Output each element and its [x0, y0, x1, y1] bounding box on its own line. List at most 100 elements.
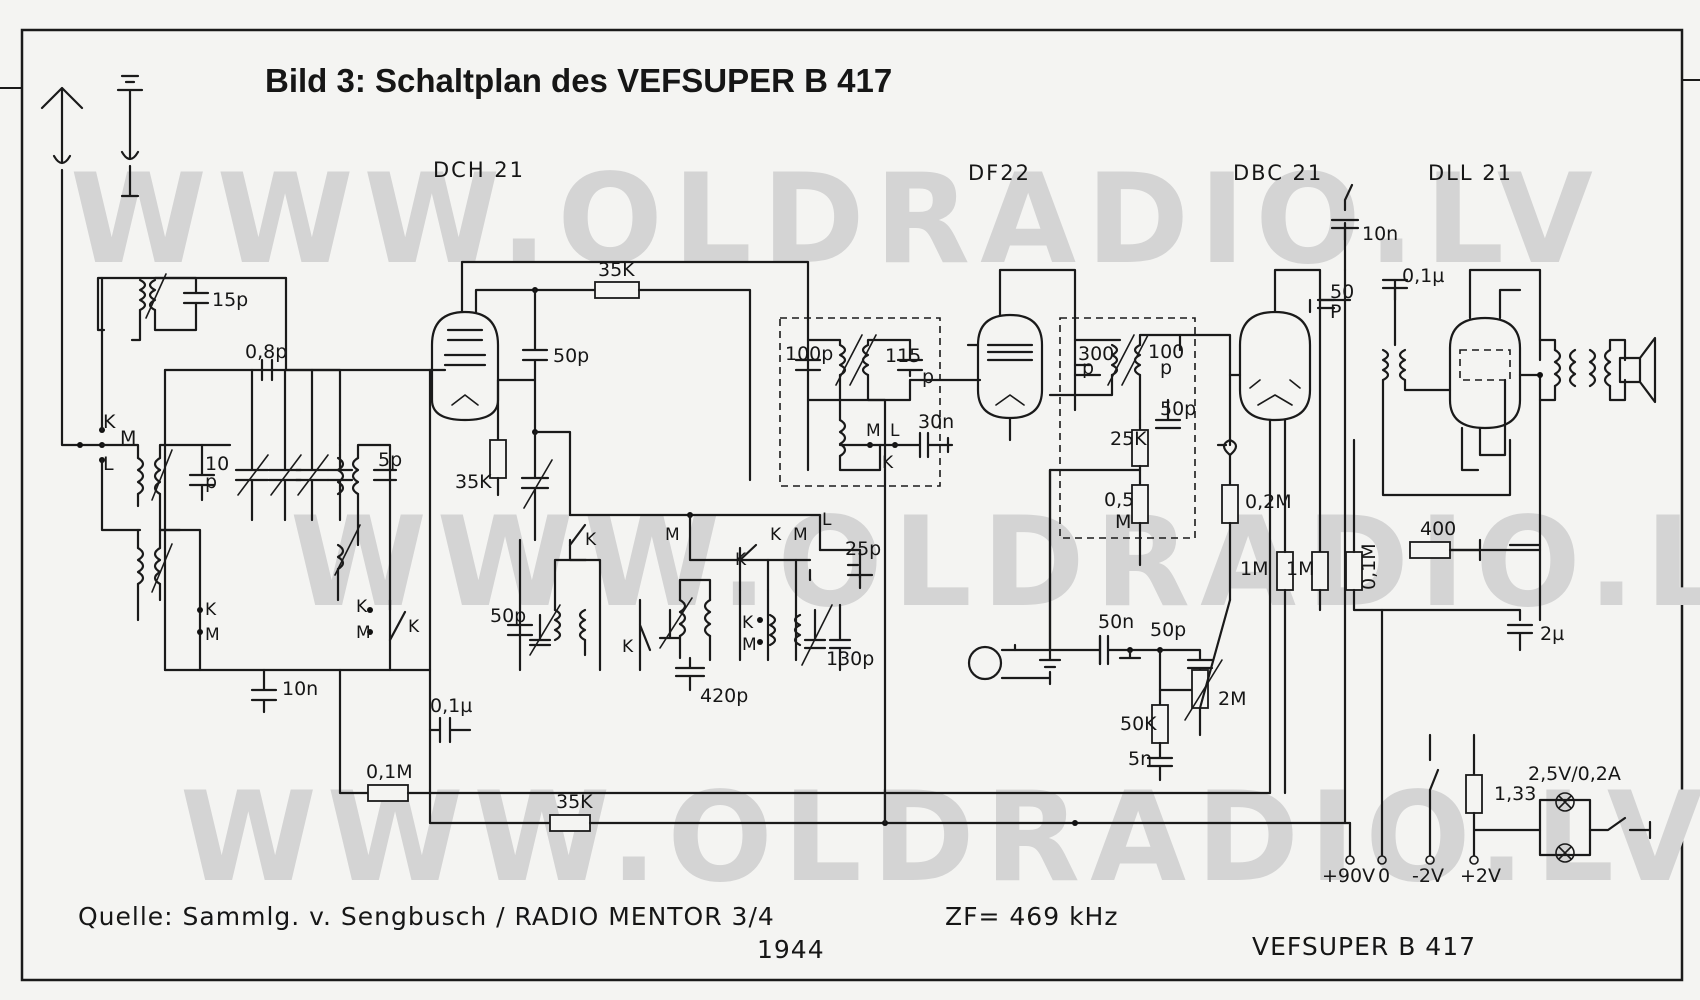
label-30n: 30n — [918, 411, 954, 433]
af-section: 50n 50p 2M 50K 5n — [967, 468, 1246, 782]
label-50p-left: 50p — [490, 605, 526, 627]
label-0-1m-v: 0,1M — [1358, 543, 1380, 590]
resistor-0-1m — [367, 784, 409, 802]
resistor-0-2m — [1221, 484, 1239, 524]
label-0-8p: 0,8p — [245, 341, 287, 363]
label-terminal-plus90v: +90V — [1322, 865, 1375, 887]
pilot-lamp-1-icon — [1555, 792, 1575, 812]
terminal-plus90v — [1345, 855, 1355, 865]
label-130p: 130p — [826, 648, 874, 670]
antenna-input-section: 15p K M L 10 p 0,8p — [40, 74, 432, 714]
dll21-section: 0,1µ 400 2µ — [1352, 265, 1657, 652]
label-50p-osc: 50p — [553, 345, 589, 367]
label-50k: 50K — [1120, 713, 1157, 735]
label-100p-2: 100 — [1148, 341, 1184, 363]
label-10p-unit: p — [205, 471, 217, 493]
tuning-capacitors — [234, 368, 354, 522]
label-terminal-0: 0 — [1378, 865, 1390, 887]
label-35k-grid: 35K — [455, 471, 492, 493]
ground-socket-icon — [120, 150, 140, 198]
watermark-top: WWW.OLDRADIO.LV — [70, 148, 1603, 292]
svg-text:K: K — [882, 453, 894, 473]
label-25p: 25p — [845, 538, 881, 560]
label-terminal-minus2v: -2V — [1412, 865, 1444, 887]
label-5p: 5p — [378, 449, 402, 471]
terminal-0 — [1377, 855, 1387, 865]
label-5n: 5n — [1128, 748, 1152, 770]
label-sw-l: L — [103, 453, 114, 475]
label-lamps: 2,5V/0,2A — [1528, 763, 1621, 785]
if-can-1 — [779, 317, 941, 487]
svg-text:K: K — [585, 530, 597, 550]
label-100p-2-unit: p — [1160, 357, 1172, 379]
pickup-jack-icon — [967, 645, 1003, 681]
label-115p-unit: p — [922, 366, 934, 388]
terminal-plus2v — [1469, 855, 1479, 865]
pilot-lamp-2-icon — [1555, 843, 1575, 863]
label-400: 400 — [1420, 518, 1456, 540]
label-0-2m: 0,2M — [1245, 491, 1292, 513]
svg-text:M: M — [356, 623, 371, 643]
label-10p: 10 — [205, 453, 229, 475]
label-0-1m: 0,1M — [366, 761, 413, 783]
label-35k-bottom: 35K — [556, 791, 593, 813]
dbc21-section: 50 P 0,2M 10n 1M 1M 0,1M — [1216, 183, 1398, 825]
speaker-icon — [1618, 336, 1657, 404]
label-10n-top: 10n — [1362, 223, 1398, 245]
label-1m-b: 1M — [1286, 558, 1314, 580]
model-name: VEFSUPER B 417 — [1252, 932, 1476, 961]
tube-df22-icon — [976, 313, 1044, 420]
tube-label-dch21: DCH 21 — [433, 158, 525, 182]
label-50p-right-unit: P — [1330, 301, 1341, 323]
svg-text:K: K — [770, 525, 782, 545]
tube-label-dll21: DLL 21 — [1428, 161, 1513, 185]
label-300p: 300 — [1078, 343, 1114, 365]
ground-icon — [116, 74, 144, 160]
label-0-5m: 0,5 — [1104, 489, 1134, 511]
label-25k: 25K — [1110, 428, 1147, 450]
label-2u: 2µ — [1540, 623, 1564, 645]
if-can-2 — [1059, 317, 1196, 539]
antenna-icon — [40, 86, 84, 164]
resistor-400 — [1409, 541, 1451, 559]
label-1m-a: 1M — [1240, 558, 1268, 580]
label-1-33: 1,33 — [1494, 783, 1536, 805]
tube-dbc21-icon — [1238, 310, 1312, 422]
svg-text:K: K — [205, 600, 217, 620]
svg-text:M: M — [866, 421, 881, 441]
resistor-35k-grid — [489, 439, 507, 479]
label-2m-pot: 2M — [1218, 688, 1246, 710]
label-115p: 115 — [885, 345, 921, 367]
label-0-5m-unit: M — [1115, 511, 1131, 533]
svg-text:M: M — [742, 635, 757, 655]
svg-text:M: M — [205, 625, 220, 645]
dch21-section: 35K 50p 35K 50p K M K — [338, 259, 1352, 832]
label-sw-k: K — [103, 411, 116, 433]
resistor-0-5m — [1131, 484, 1149, 524]
svg-text:K: K — [622, 637, 634, 657]
label-15p: 15p — [212, 289, 248, 311]
tube-label-dbc21: DBC 21 — [1233, 161, 1323, 185]
label-10n-left: 10n — [282, 678, 318, 700]
terminal-minus2v — [1425, 855, 1435, 865]
resistor-1-33 — [1465, 774, 1483, 814]
label-50p-right: 50 — [1330, 281, 1354, 303]
drawing-frame — [20, 28, 1684, 982]
svg-text:K: K — [408, 617, 420, 637]
label-0-1u-mid: 0,1µ — [430, 695, 472, 717]
resistor-35k-top — [594, 281, 640, 299]
label-300p-unit: p — [1082, 357, 1094, 379]
label-50p-af: 50p — [1150, 619, 1186, 641]
svg-text:M: M — [665, 525, 680, 545]
svg-text:L: L — [890, 421, 900, 441]
source-year: 1944 — [757, 935, 825, 964]
label-35k-top: 35K — [598, 259, 635, 281]
svg-text:M: M — [793, 525, 808, 545]
source-note: Quelle: Sammlg. v. Sengbusch / RADIO MEN… — [78, 902, 775, 931]
label-0-1u-right: 0,1µ — [1402, 265, 1444, 287]
label-terminal-plus2v: +2V — [1460, 865, 1501, 887]
label-50p-if: 50p — [1160, 398, 1196, 420]
